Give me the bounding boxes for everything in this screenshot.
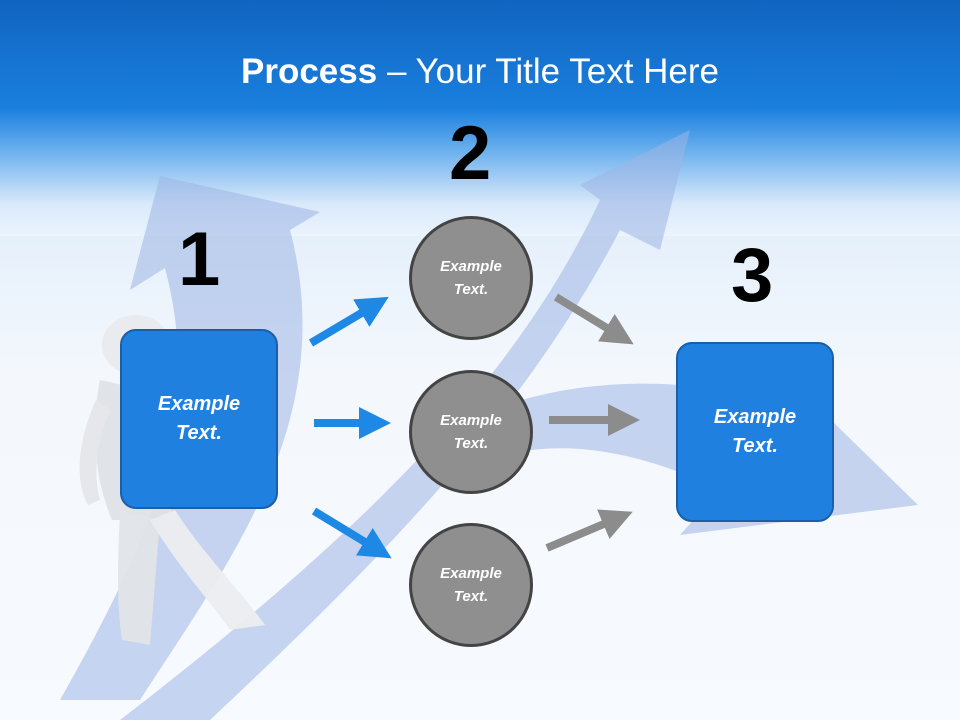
title-bold: Process [241, 52, 378, 91]
circle-top-text: Example Text. [440, 258, 502, 298]
step-1-box: Example Text. [120, 329, 278, 509]
step-2-circle-middle: Example Text. [409, 370, 533, 494]
slide-title: Process – Your Title Text Here [0, 52, 960, 92]
step-2-circle-bottom: Example Text. [409, 523, 533, 647]
circle-bottom-text: Example Text. [440, 565, 502, 605]
step-number-3: 3 [731, 233, 774, 318]
step-3-text: Example Text. [713, 406, 797, 457]
title-rest: – Your Title Text Here [377, 52, 719, 91]
circle-middle-text: Example Text. [440, 412, 502, 452]
step-3-box: Example Text. [676, 342, 834, 522]
step-2-circle-top: Example Text. [409, 216, 533, 340]
step-1-text: Example Text. [157, 393, 241, 444]
step-number-2: 2 [449, 111, 492, 196]
arrow-gray-up [545, 509, 633, 552]
arrow-blue-up [308, 296, 389, 347]
step-number-1: 1 [178, 217, 221, 302]
bg-arrow-center [120, 130, 690, 720]
arrow-blue-down [311, 507, 392, 559]
arrow-gray-down [553, 293, 634, 345]
